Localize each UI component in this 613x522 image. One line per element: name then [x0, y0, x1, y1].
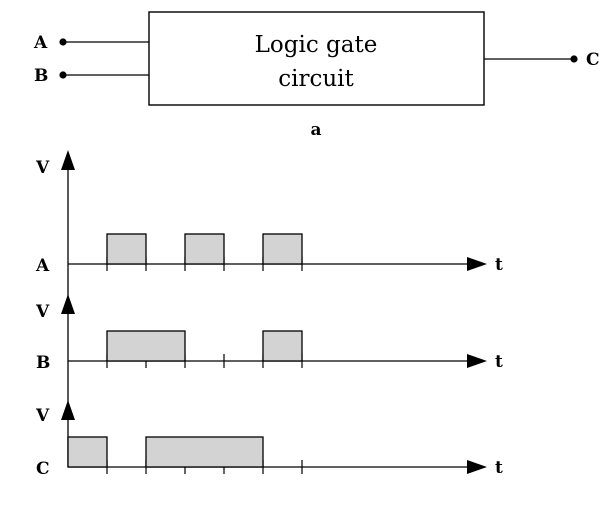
time-label-c: t — [495, 458, 503, 478]
output-c-label: C — [586, 50, 600, 70]
box-label-line2: circuit — [278, 66, 354, 92]
block-diagram: Logic gate circuit A B C a — [33, 11, 600, 140]
signal-label-a: A — [35, 256, 50, 276]
pulse-c-1 — [67, 436, 108, 468]
pulse-b-1 — [106, 330, 186, 362]
input-b-label: B — [34, 66, 48, 86]
time-axis-arrowhead-c — [467, 460, 487, 474]
v-label-b: V — [35, 302, 50, 322]
input-a-label: A — [33, 33, 48, 53]
pulse-b-2 — [262, 330, 303, 362]
pulse-a-2 — [184, 233, 225, 265]
time-label-b: t — [495, 352, 503, 372]
time-label-a: t — [495, 255, 503, 275]
box-label-line1: Logic gate — [255, 32, 378, 58]
pulse-a-3 — [262, 233, 303, 265]
voltage-axis-arrowhead-b — [61, 294, 75, 314]
v-label-c: V — [35, 406, 50, 426]
figure-caption: a — [310, 120, 321, 140]
signal-label-c: C — [36, 459, 50, 479]
time-axis-arrowhead-b — [467, 354, 487, 368]
pulse-a-1 — [106, 233, 147, 265]
time-axis-arrowhead-a — [467, 257, 487, 271]
output-c-terminal-dot — [570, 55, 578, 63]
pulse-c-2 — [145, 436, 264, 468]
voltage-axis-arrowhead-a — [61, 150, 75, 170]
voltage-axis-arrowhead-c — [61, 400, 75, 420]
v-label-a: V — [35, 158, 50, 178]
logic-gate-box — [148, 11, 485, 106]
signal-label-b: B — [36, 353, 50, 373]
